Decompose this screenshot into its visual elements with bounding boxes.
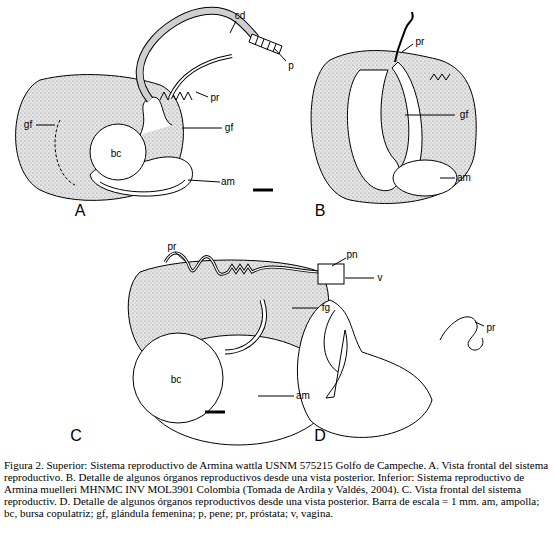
- panel-letter: D: [314, 428, 326, 444]
- panel-a-drawing: [16, 11, 286, 201]
- part-label: am: [221, 177, 235, 187]
- panel-letter: A: [75, 203, 86, 219]
- part-label: bc: [111, 149, 122, 159]
- part-label: fg: [322, 303, 330, 313]
- part-label: pr: [416, 37, 425, 47]
- part-label: pn: [346, 250, 357, 260]
- figure-caption: Figura 2. Superior: Sistema reproductivo…: [4, 459, 550, 519]
- panel-d-drawing: [297, 300, 484, 437]
- part-label: am: [457, 173, 471, 183]
- part-label: gf: [460, 110, 468, 120]
- part-label: gf: [24, 120, 32, 130]
- part-label: am: [296, 391, 310, 401]
- part-label: cd: [235, 11, 246, 21]
- panel-letter: B: [315, 203, 326, 219]
- panel-letter: C: [70, 428, 82, 444]
- part-label: pr: [168, 242, 177, 252]
- panel-b-drawing: [311, 12, 476, 203]
- part-label: pr: [211, 93, 220, 103]
- part-label: bc: [171, 375, 182, 385]
- part-label: p: [288, 61, 294, 71]
- part-label: v: [378, 273, 383, 283]
- part-label: gf: [225, 123, 233, 133]
- part-label: pr: [487, 323, 496, 333]
